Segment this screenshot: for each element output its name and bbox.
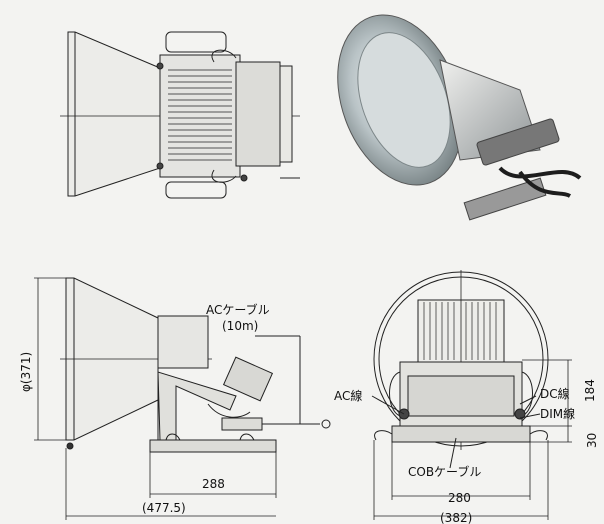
dimensions-left	[34, 277, 277, 520]
heatsink-fins	[168, 69, 232, 161]
width-288-label: 288	[202, 477, 225, 491]
height-184-label: 184	[583, 379, 597, 402]
width-280-label: 280	[448, 491, 471, 505]
dim-wire-label: DIM線	[540, 406, 575, 421]
width-477-label: (477.5)	[142, 501, 186, 515]
ac-cable-length-label: (10m)	[222, 319, 258, 333]
width-382-label: (382)	[440, 511, 472, 524]
front-view	[371, 270, 549, 469]
diameter-label: φ(371)	[19, 352, 33, 392]
ac-wire-label: AC線	[334, 388, 362, 403]
cob-cable-label: COBケーブル	[408, 464, 481, 479]
dc-wire-label: DC線	[540, 386, 570, 401]
ac-cable-label: ACケーブル	[206, 302, 270, 317]
height-30-label: 30	[585, 433, 599, 448]
front-fins	[423, 302, 497, 360]
product-photo	[337, 14, 582, 221]
side-view-top	[60, 31, 300, 199]
side-view-bottom	[60, 277, 331, 453]
dimensions-right	[373, 359, 572, 520]
